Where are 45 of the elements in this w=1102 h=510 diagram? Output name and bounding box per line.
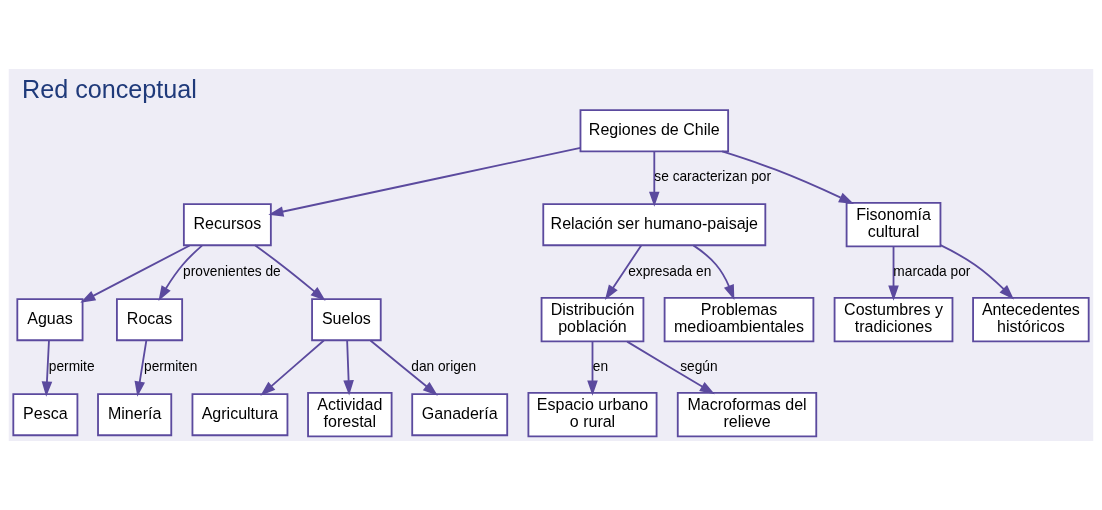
node-box: Costumbres y tradiciones xyxy=(833,297,954,343)
node-box: Antecedentes históricos xyxy=(972,297,1090,343)
node-box: Distribución población xyxy=(540,297,645,343)
node-box: Recursos xyxy=(182,203,272,247)
edge-label: en xyxy=(592,358,609,374)
node-box: Espacio urbano o rural xyxy=(527,392,658,438)
node-box: Rocas xyxy=(116,298,184,342)
arrow xyxy=(369,339,438,396)
arrow xyxy=(587,340,598,396)
arrow xyxy=(692,244,735,301)
node-box: Relación ser humano-paisaje xyxy=(542,203,767,247)
edge-label: permite xyxy=(48,358,95,374)
node-box: Suelos xyxy=(311,298,382,342)
edge-label: permiten xyxy=(144,358,198,374)
arrow xyxy=(888,245,899,301)
edge-label: expresada en xyxy=(628,263,712,279)
arrow xyxy=(721,150,854,204)
arrow xyxy=(254,244,326,301)
edge-label: marcada por xyxy=(893,263,971,279)
edge-label: provenientes de xyxy=(183,263,281,279)
arrow xyxy=(343,339,354,396)
node-box: Actividad forestal xyxy=(307,392,393,438)
arrow xyxy=(626,340,715,395)
arrow xyxy=(260,339,325,396)
edge-label: según xyxy=(680,358,718,374)
edge-label: se caracterizan por xyxy=(654,168,772,184)
node-box: Aguas xyxy=(16,298,84,342)
node-box: Regiones de Chile xyxy=(579,109,730,153)
node-box: Minería xyxy=(97,393,173,437)
diagram-title: Red conceptual xyxy=(22,75,197,104)
arrow xyxy=(41,339,53,397)
arrow xyxy=(80,244,191,303)
arrow xyxy=(939,244,1014,300)
node-box: Macroformas del relieve xyxy=(676,392,818,438)
node-box: Problemas medioambientales xyxy=(663,297,815,343)
arrow xyxy=(268,146,582,217)
node-box: Fisonomía cultural xyxy=(845,202,942,248)
edge-label: dan origen xyxy=(411,358,477,374)
node-box: Ganadería xyxy=(411,393,509,437)
arrow xyxy=(134,339,148,397)
node-box: Agricultura xyxy=(191,393,289,437)
arrow xyxy=(158,244,203,302)
arrow xyxy=(604,244,643,300)
arrow xyxy=(649,150,660,207)
node-box: Pesca xyxy=(12,393,79,437)
